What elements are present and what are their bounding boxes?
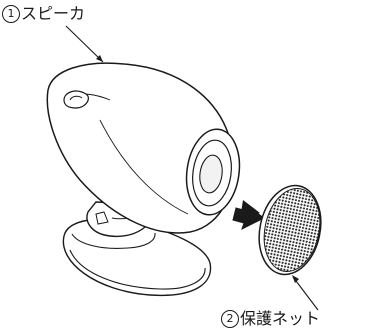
speaker-leader-line <box>65 25 104 63</box>
protective-net-label: 保護ネット <box>240 309 321 328</box>
callout-number-1: 1 <box>2 5 20 23</box>
callout-number-2: 2 <box>221 310 239 328</box>
speaker-body <box>46 62 241 234</box>
protective-net-callout: 2 保護ネット <box>221 309 320 329</box>
assembly-arrow <box>232 200 265 230</box>
protective-net <box>258 184 322 276</box>
speaker-callout: 1 スピーカ <box>2 4 85 24</box>
speaker-label: スピーカ <box>21 4 86 23</box>
net-leader-line <box>292 275 319 311</box>
